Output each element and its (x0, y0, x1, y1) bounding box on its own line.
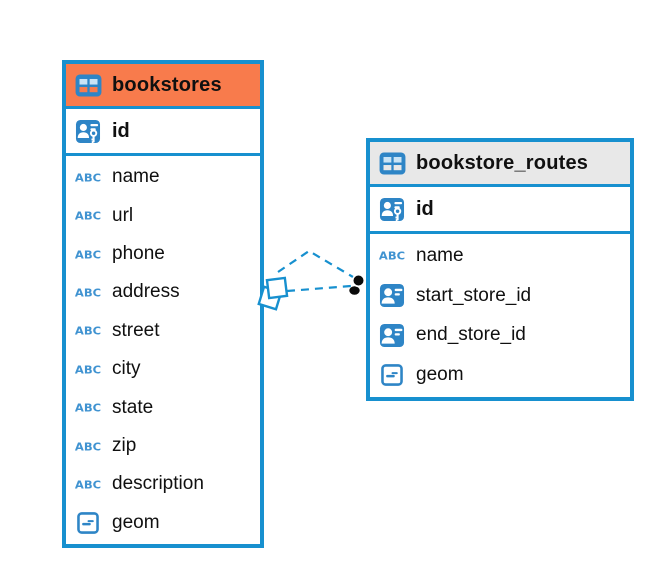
abc-text-icon (377, 249, 407, 262)
column-label: name (112, 166, 160, 188)
abc-text-icon (73, 324, 103, 337)
person-card-icon (377, 323, 407, 348)
column-label: description (112, 473, 204, 495)
person-key-icon (73, 119, 103, 144)
person-card-icon (377, 283, 407, 308)
column-label: city (112, 358, 141, 380)
table-grid-icon (73, 74, 103, 97)
column-row-zip[interactable]: zip (66, 427, 260, 465)
table-bookstores[interactable]: bookstores id name url phone address street c… (62, 60, 264, 548)
abc-text-icon (73, 363, 103, 376)
abc-text-icon (73, 171, 103, 184)
pk-label: id (112, 119, 130, 142)
abc-text-icon (73, 401, 103, 414)
columns-list-bookstores: name url phone address street city state zip des… (66, 156, 260, 544)
column-label: url (112, 204, 134, 226)
column-row-street[interactable]: street (66, 312, 260, 350)
pk-row-bookstore-routes-id[interactable]: id (370, 187, 630, 234)
black-dot-marker[interactable] (349, 273, 366, 295)
column-row-phone[interactable]: phone (66, 235, 260, 273)
column-label: street (112, 319, 160, 341)
person-key-icon (377, 197, 407, 222)
abc-text-icon (73, 478, 103, 491)
column-row-url[interactable]: url (66, 196, 260, 234)
column-label: zip (112, 435, 137, 457)
column-row-end_store_id[interactable]: end_store_id (370, 316, 630, 356)
column-label: geom (416, 364, 464, 386)
abc-text-icon (73, 440, 103, 453)
geometry-icon (377, 364, 407, 386)
abc-text-icon (73, 209, 103, 222)
table-title: bookstore_routes (416, 151, 589, 174)
column-label: address (112, 281, 180, 303)
column-row-address[interactable]: address (66, 273, 260, 311)
column-row-geom[interactable]: geom (370, 355, 630, 395)
column-label: state (112, 396, 154, 418)
geometry-icon (73, 512, 103, 534)
relationship-line-end-store-id[interactable] (286, 284, 352, 293)
column-label: phone (112, 243, 165, 265)
pk-row-bookstores-id[interactable]: id (66, 109, 260, 156)
column-row-geom[interactable]: geom (66, 504, 260, 542)
table-header-bookstores[interactable]: bookstores (66, 64, 260, 109)
pk-label: id (416, 197, 434, 220)
column-row-city[interactable]: city (66, 350, 260, 388)
column-row-name[interactable]: name (66, 158, 260, 196)
table-title: bookstores (112, 73, 222, 96)
abc-text-icon (73, 286, 103, 299)
column-label: name (416, 244, 464, 266)
column-label: start_store_id (416, 284, 532, 306)
column-label: end_store_id (416, 324, 526, 346)
column-row-description[interactable]: description (66, 465, 260, 503)
table-header-bookstore-routes[interactable]: bookstore_routes (370, 142, 630, 187)
column-row-name[interactable]: name (370, 236, 630, 276)
abc-text-icon (73, 248, 103, 261)
relationship-line-start-store-id[interactable] (277, 249, 354, 278)
column-row-state[interactable]: state (66, 388, 260, 426)
table-grid-icon (377, 152, 407, 175)
column-row-start_store_id[interactable]: start_store_id (370, 276, 630, 316)
column-label: geom (112, 511, 160, 533)
